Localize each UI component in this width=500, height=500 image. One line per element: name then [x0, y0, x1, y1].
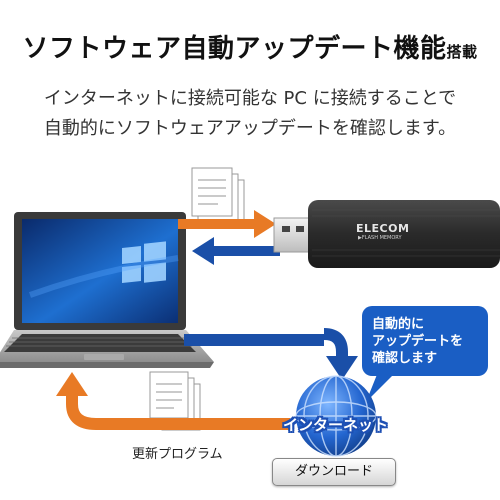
bubble-line-2: アップデートを	[372, 334, 464, 349]
laptop-icon	[0, 212, 214, 368]
description-line-2: 自動的にソフトウェアアップデートを確認します。	[43, 118, 457, 139]
orange-arrow-to-laptop	[56, 372, 290, 430]
blue-arrow-to-laptop	[192, 237, 280, 265]
orange-arrow-to-usb	[178, 210, 276, 238]
update-program-label: 更新プログラム	[132, 447, 223, 462]
download-button[interactable]: ダウンロード	[272, 458, 396, 486]
diagram-scene	[0, 167, 500, 457]
internet-label: インターネット	[283, 416, 389, 434]
title-suffix: 搭載	[446, 43, 478, 61]
bubble-line-1: 自動的に	[372, 317, 425, 332]
speech-bubble	[362, 306, 488, 402]
usb-sub-label: ▶FLASH MEMORY	[358, 235, 402, 241]
usb-brand-label: ELECOM	[356, 222, 410, 235]
page-title: ソフトウェア自動アップデート機能搭載	[0, 28, 500, 65]
title-main: ソフトウェア自動アップデート機能	[22, 34, 447, 64]
globe-icon	[295, 375, 377, 457]
blue-arrow-to-internet	[184, 328, 358, 380]
bubble-line-3: 確認します	[372, 351, 438, 366]
description: インターネットに接続可能な PC に接続することで 自動的にソフトウェアアップデ…	[0, 84, 500, 144]
bubble-text: 自動的に アップデートを 確認します	[372, 316, 482, 367]
usb-drive-icon	[273, 200, 500, 268]
description-line-1: インターネットに接続可能な PC に接続することで	[43, 88, 457, 109]
